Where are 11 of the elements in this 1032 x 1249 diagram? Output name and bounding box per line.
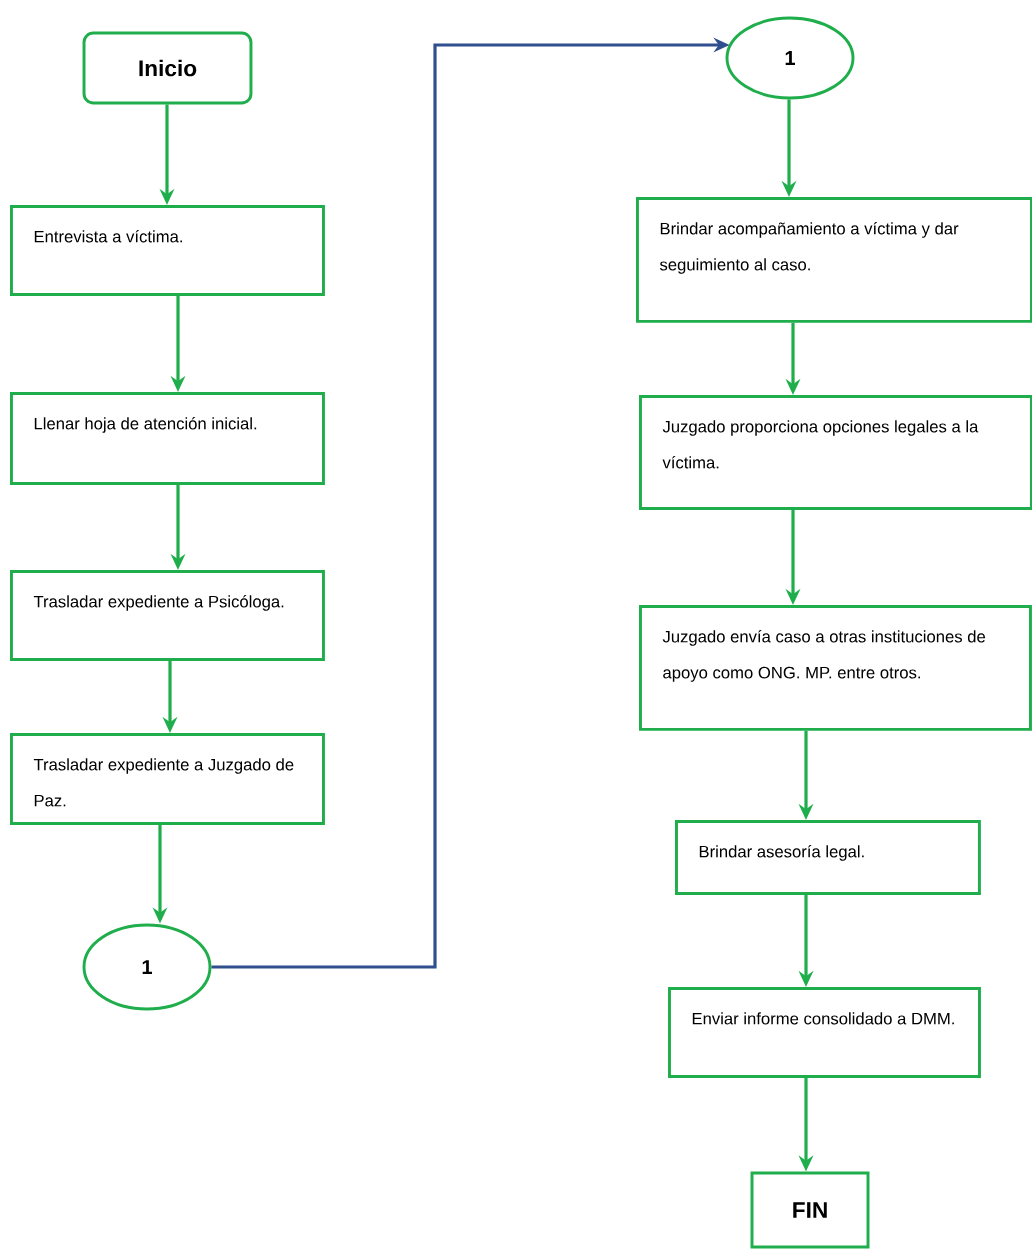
- process-box: Llenar hoja de atención inicial.: [10, 392, 325, 485]
- terminal-box: FIN: [750, 1171, 870, 1249]
- process-box: Enviar informe consolidado a DMM.: [668, 987, 981, 1078]
- process-box: Brindar asesoría legal.: [675, 820, 981, 895]
- process-box: Trasladar expediente a Juzgado de Paz.: [10, 733, 325, 825]
- process-box: Brindar acompañamiento a víctima y dar seguimiento al caso.: [636, 197, 1032, 323]
- process-box: Trasladar expediente a Psicóloga.: [10, 570, 325, 661]
- process-box: Juzgado envía caso a otras instituciones de apoyo como ONG. MP. entre otros.: [639, 605, 1032, 731]
- process-box: Entrevista a víctima.: [10, 205, 325, 296]
- process-box: Juzgado proporciona opciones legales a la víctima.: [639, 395, 1032, 510]
- terminal-box: Inicio: [82, 31, 253, 105]
